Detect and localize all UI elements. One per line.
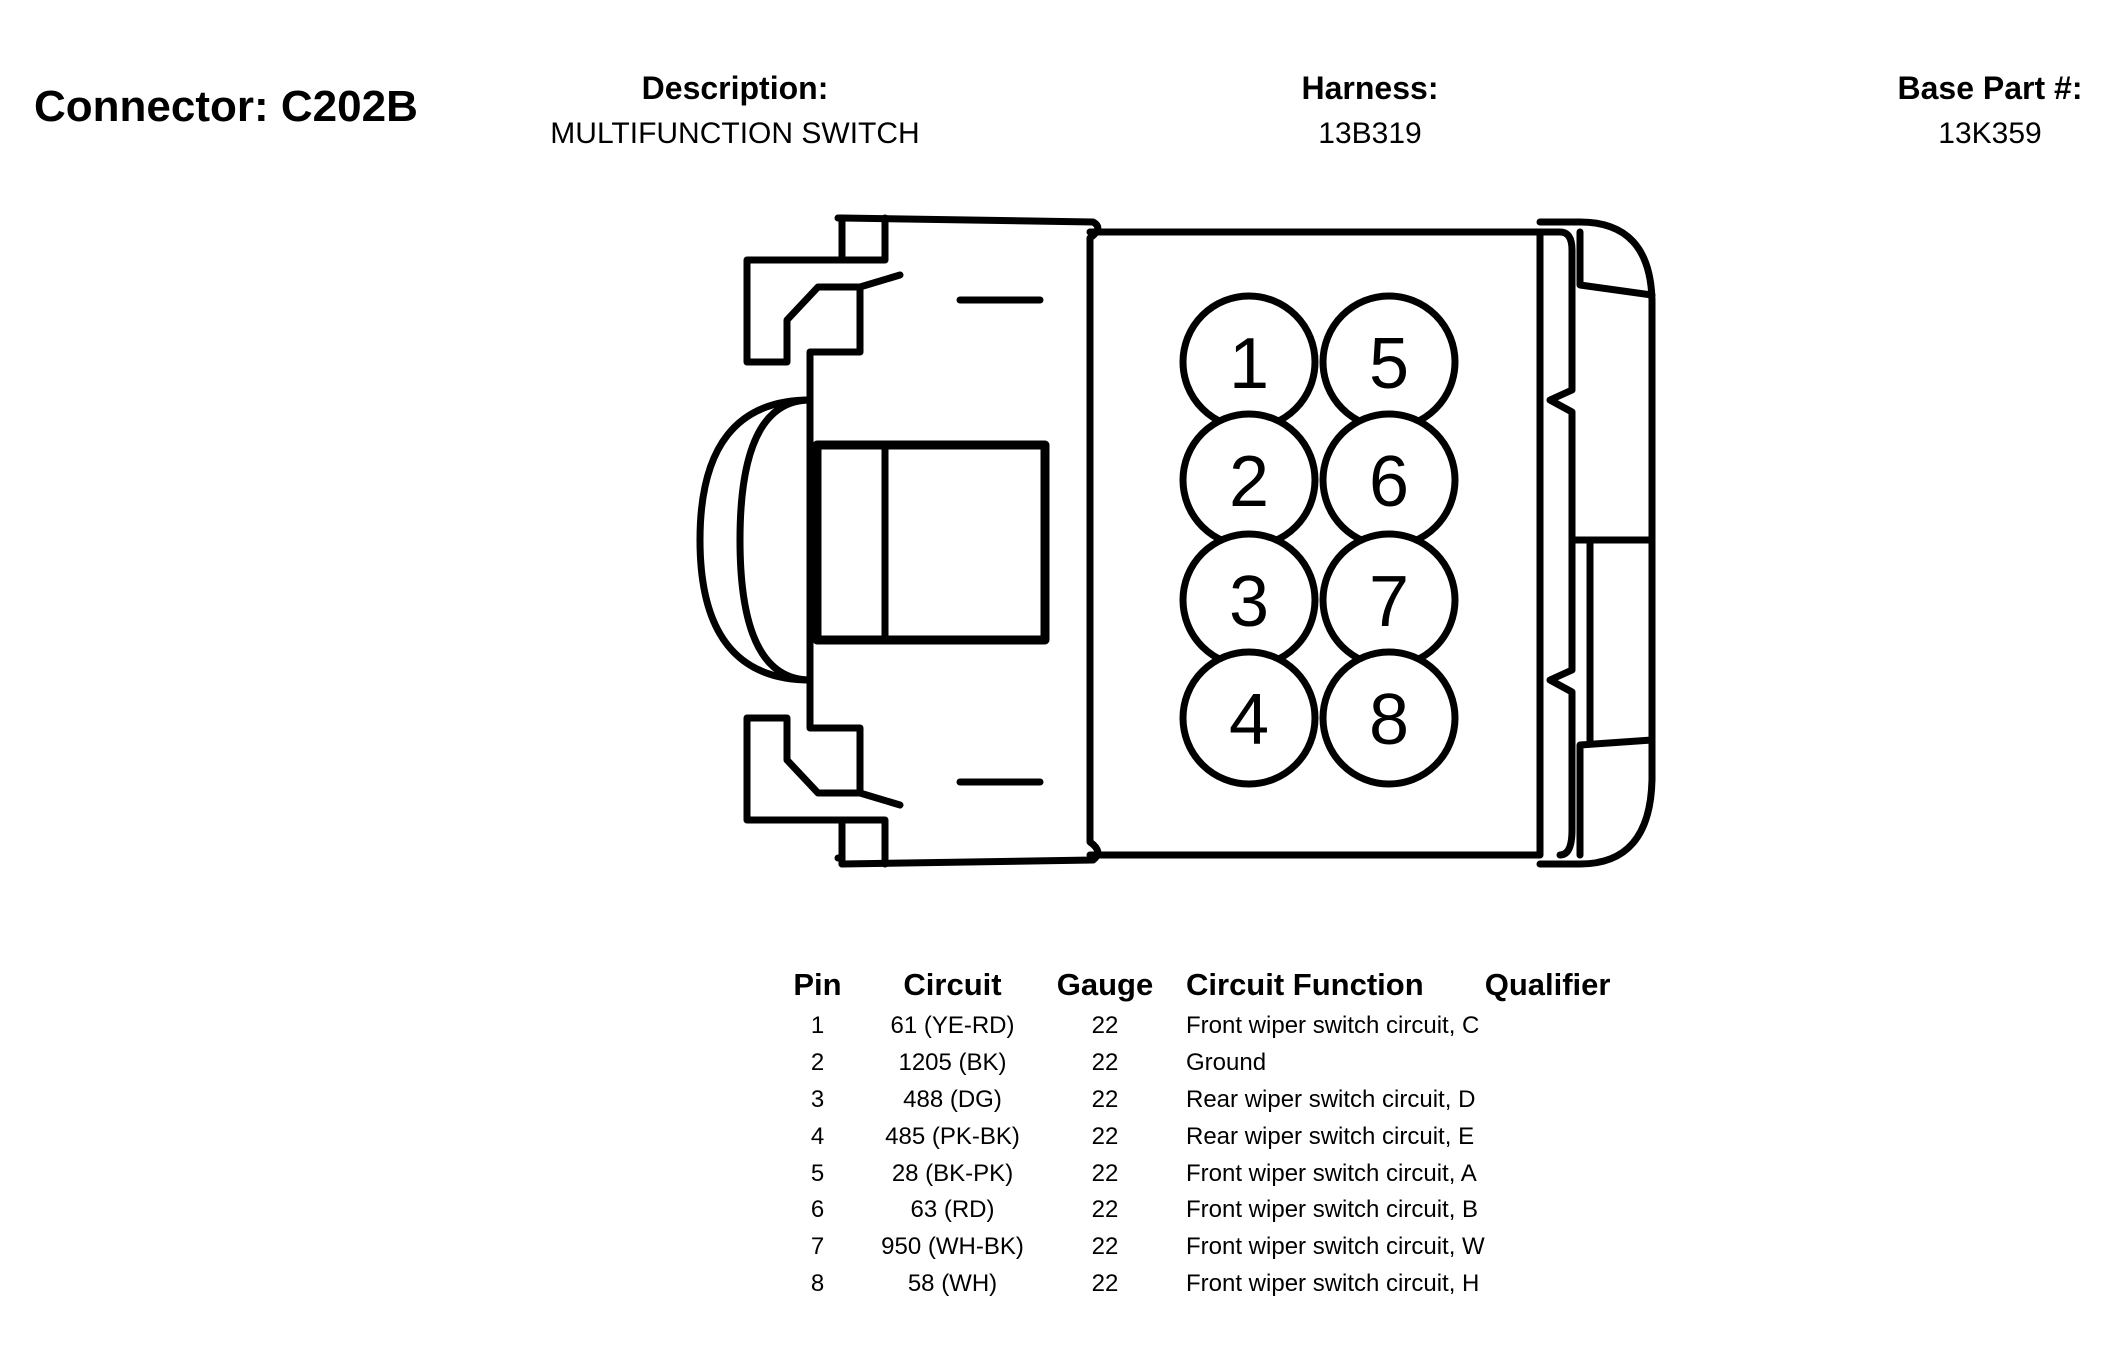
connector-left-lower-latch — [743, 676, 889, 868]
cell-circuit-function: Rear wiper switch circuit, E — [1186, 1122, 1475, 1150]
cell-circuit: 28 (BK-PK) — [891, 1159, 1014, 1187]
table-row: 8 58 (WH) 22 Front wiper switch circuit,… — [770, 1266, 1625, 1303]
table-row: 3 488 (DG) 22 Rear wiper switch circuit,… — [770, 1082, 1625, 1119]
connector-left-notch-lines — [856, 271, 904, 809]
cavity-number-8: 8 — [1369, 680, 1409, 760]
cell-circuit: 950 (WH-BK) — [881, 1233, 1024, 1261]
cell-gauge: 22 — [1091, 1159, 1119, 1187]
base-part-value: 13K359 — [1938, 117, 2042, 150]
column-header-circuit: Circuit — [903, 967, 1002, 1002]
table-row: 2 1205 (BK) 22 Ground — [770, 1045, 1625, 1082]
cavity-number-3: 3 — [1229, 562, 1269, 642]
column-header-gauge: Gauge — [1056, 967, 1154, 1002]
cell-circuit-function: Front wiper switch circuit, C — [1186, 1012, 1480, 1040]
table-row: 5 28 (BK-PK) 22 Front wiper switch circu… — [770, 1155, 1625, 1192]
cavity-number-1: 1 — [1229, 324, 1269, 404]
base-part-block: Base Part #: 13K359 — [1860, 68, 2120, 154]
description-label: Description: — [641, 70, 829, 106]
description-value: MULTIFUNCTION SWITCH — [550, 117, 920, 150]
connector-center-window — [812, 440, 1050, 645]
cell-circuit: 485 (PK-BK) — [885, 1122, 1020, 1150]
table-row: 4 485 (PK-BK) 22 Rear wiper switch circu… — [770, 1118, 1625, 1155]
harness-value: 13B319 — [1318, 117, 1422, 150]
cell-circuit-function: Front wiper switch circuit, H — [1186, 1269, 1480, 1297]
cell-qualifier — [1485, 1118, 1625, 1155]
connector-left-bump-inner — [736, 396, 814, 684]
cell-pin: 8 — [810, 1269, 825, 1297]
cell-qualifier — [1485, 1155, 1625, 1192]
connector-right-middle-slot — [1568, 536, 1656, 744]
connector-right-lower-tab — [1576, 736, 1656, 859]
table-row: 7 950 (WH-BK) 22 Front wiper switch circ… — [770, 1229, 1625, 1266]
table-row: 6 63 (RD) 22 Front wiper switch circuit,… — [770, 1192, 1625, 1229]
cell-gauge: 22 — [1091, 1085, 1119, 1113]
table-header-row: Pin Circuit Gauge Circuit Function Quali… — [770, 962, 1625, 1008]
cavity-label-group: 1 2 3 4 5 6 7 8 — [1229, 324, 1409, 760]
cell-circuit: 58 (WH) — [907, 1269, 998, 1297]
cavity-group — [1179, 292, 1459, 788]
column-header-qualifier: Qualifier — [1484, 967, 1611, 1002]
cell-qualifier — [1485, 1192, 1625, 1229]
cell-gauge: 22 — [1091, 1233, 1119, 1261]
cell-pin: 3 — [810, 1085, 825, 1113]
cell-gauge: 22 — [1091, 1122, 1119, 1150]
harness-block: Harness: 13B319 — [1230, 68, 1510, 154]
pin-table: Pin Circuit Gauge Circuit Function Quali… — [770, 962, 1625, 1302]
cavity-number-2: 2 — [1229, 442, 1269, 522]
cavity-number-5: 5 — [1369, 324, 1409, 404]
column-header-circuit-function: Circuit Function — [1186, 967, 1424, 1002]
cell-circuit: 488 (DG) — [903, 1085, 1002, 1113]
base-part-label: Base Part #: — [1897, 70, 2083, 106]
cell-gauge: 22 — [1091, 1196, 1119, 1224]
cell-pin: 1 — [810, 1012, 825, 1040]
cell-qualifier — [1485, 1266, 1625, 1303]
cell-pin: 4 — [810, 1122, 825, 1150]
connector-title: Connector: C202B — [34, 82, 418, 131]
cell-qualifier — [1485, 1008, 1625, 1045]
cell-qualifier — [1485, 1229, 1625, 1266]
column-header-pin: Pin — [793, 967, 842, 1002]
cell-pin: 2 — [810, 1049, 825, 1077]
connector-left-upper-latch — [743, 214, 889, 404]
cavity-number-7: 7 — [1369, 562, 1409, 642]
cavity-4 — [1179, 648, 1319, 788]
connector-right-inner — [1536, 228, 1576, 859]
connector-left-shell — [834, 214, 1102, 868]
connector-right-upper-tab — [1576, 228, 1656, 299]
description-block: Description: MULTIFUNCTION SWITCH — [520, 68, 950, 154]
cell-gauge: 22 — [1091, 1269, 1119, 1297]
cell-circuit-function: Rear wiper switch circuit, D — [1186, 1085, 1476, 1113]
cell-pin: 5 — [810, 1159, 825, 1187]
cell-circuit-function: Front wiper switch circuit, B — [1186, 1196, 1479, 1224]
connector-left-bump — [696, 396, 814, 684]
cavity-number-6: 6 — [1369, 442, 1409, 522]
connector-main-body — [1086, 228, 1544, 859]
cell-circuit: 1205 (BK) — [898, 1049, 1007, 1077]
cell-circuit-function: Front wiper switch circuit, W — [1186, 1233, 1485, 1261]
cell-pin: 7 — [810, 1233, 825, 1261]
harness-label: Harness: — [1301, 70, 1439, 106]
cell-circuit: 63 (RD) — [910, 1196, 995, 1224]
cell-qualifier — [1485, 1082, 1625, 1119]
cavity-number-4: 4 — [1229, 680, 1269, 760]
cavity-8 — [1319, 648, 1459, 788]
table-row: 1 61 (YE-RD) 22 Front wiper switch circu… — [770, 1008, 1625, 1045]
cell-qualifier — [1485, 1045, 1625, 1082]
cell-circuit: 61 (YE-RD) — [890, 1012, 1015, 1040]
cell-circuit-function: Ground — [1186, 1049, 1267, 1077]
cell-circuit-function: Front wiper switch circuit, A — [1186, 1159, 1477, 1187]
cell-pin: 6 — [810, 1196, 825, 1224]
cell-gauge: 22 — [1091, 1012, 1119, 1040]
cell-gauge: 22 — [1091, 1049, 1119, 1077]
